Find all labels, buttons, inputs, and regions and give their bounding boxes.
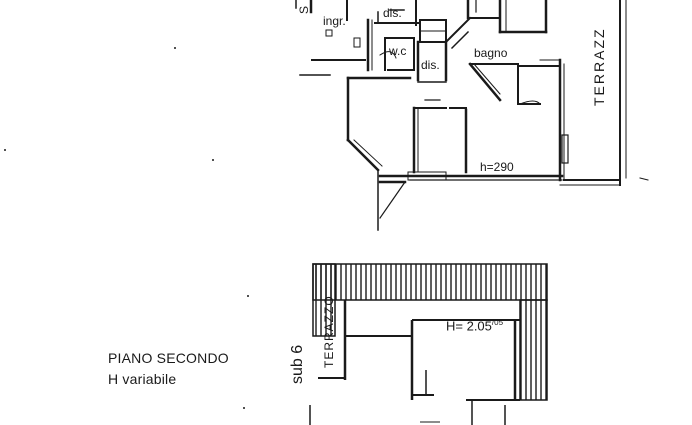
upper-edge-label: S xyxy=(297,5,311,14)
room-label-wc: w.c xyxy=(389,44,407,58)
room-label-ingresso: ingr. xyxy=(323,14,346,28)
sub-label: sub 6 xyxy=(289,344,306,384)
upper-terrace-label: TERRAZZ xyxy=(591,27,607,106)
lower-plan xyxy=(309,263,548,425)
lower-terrace-label: TERRAZZO xyxy=(322,295,336,368)
floor-title: PIANO SECONDO xyxy=(108,350,229,366)
scan-specks xyxy=(4,47,249,409)
room-label-dis: dis. xyxy=(421,58,440,72)
room-label-bagno: bagno xyxy=(474,46,508,60)
upper-plan xyxy=(295,0,649,231)
upper-height-label: h=290 xyxy=(480,160,514,174)
floor-subtitle: H variabile xyxy=(108,371,177,387)
lower-height-label: H= 2.05/05 xyxy=(446,318,504,334)
room-label-dis-top: dis. xyxy=(383,6,402,20)
